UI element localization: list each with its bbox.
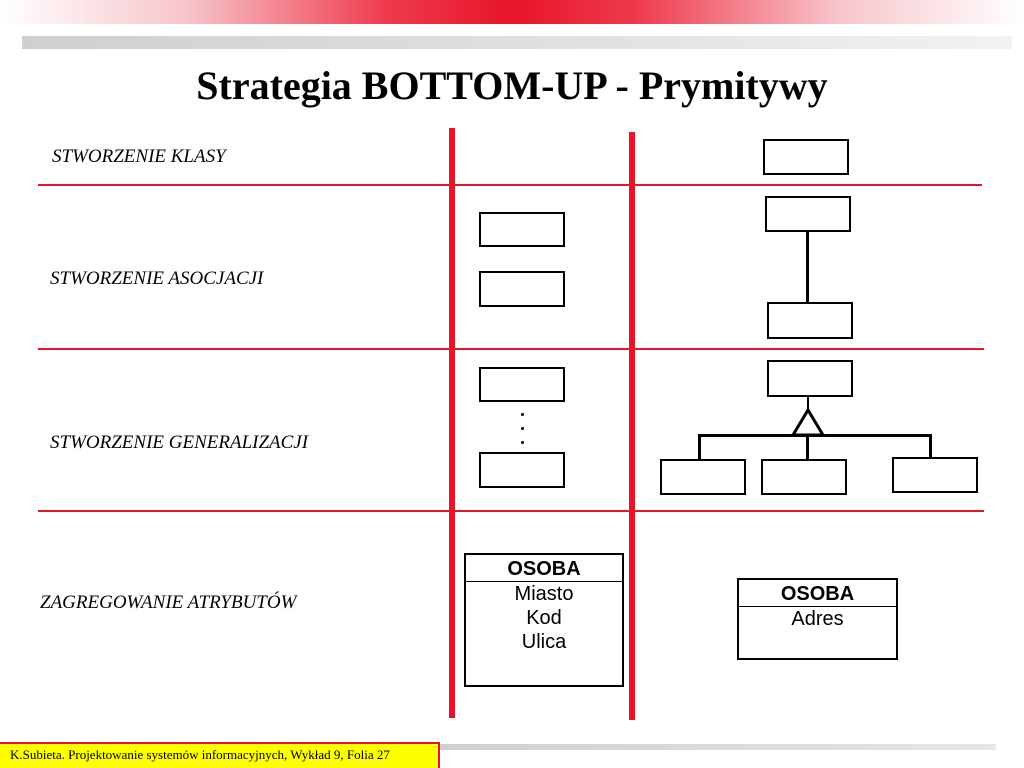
footer-caption: K.Subieta. Projektowanie systemów inform… bbox=[0, 742, 440, 768]
row-separator-3 bbox=[38, 510, 984, 512]
class-compartment-divider bbox=[466, 581, 622, 582]
class-box-last bbox=[479, 452, 565, 488]
attribute-kod: Kod bbox=[526, 607, 562, 629]
class-box-osoba-before: OSOBA Miasto Kod Ulica bbox=[464, 553, 624, 687]
class-name: OSOBA bbox=[780, 583, 855, 605]
column-separator-left bbox=[449, 128, 455, 718]
class-box-first bbox=[479, 367, 565, 402]
row-label-create-generalization: STWORZENIE GENERALIZACJI bbox=[50, 432, 309, 453]
generalization-branch-line bbox=[698, 434, 701, 459]
row-label-aggregate-attributes: ZAGREGOWANIE ATRYBUTÓW bbox=[40, 592, 297, 613]
row-label-create-association: STWORZENIE ASOCJACJI bbox=[50, 268, 264, 289]
row-separator-2 bbox=[38, 348, 984, 350]
class-name: OSOBA bbox=[507, 558, 581, 580]
association-line bbox=[806, 232, 809, 302]
superclass-box bbox=[767, 360, 853, 397]
column-separator-right bbox=[629, 132, 635, 720]
ellipsis-dot bbox=[521, 441, 524, 444]
class-box-osoba-after: OSOBA Adres bbox=[737, 578, 898, 660]
row-separator-1 bbox=[38, 184, 982, 186]
top-grey-bar bbox=[22, 36, 1012, 49]
class-box-a bbox=[479, 212, 565, 247]
associated-class-box-b bbox=[767, 302, 853, 339]
class-compartment-divider bbox=[739, 606, 896, 607]
class-box-b bbox=[479, 271, 565, 307]
generalization-branch-line bbox=[806, 434, 809, 459]
footer-grey-bar bbox=[440, 744, 996, 750]
subclass-box-3 bbox=[892, 457, 978, 493]
ellipsis-dot bbox=[521, 427, 524, 430]
ellipsis-dot bbox=[521, 413, 524, 416]
subclass-box-2 bbox=[761, 459, 847, 495]
row-label-create-class: STWORZENIE KLASY bbox=[52, 146, 226, 167]
subclass-box-1 bbox=[660, 459, 746, 495]
generalization-bus-line bbox=[698, 434, 932, 437]
generalization-line-up bbox=[807, 397, 809, 409]
top-gradient-bar bbox=[0, 0, 1024, 24]
attribute-ulica: Ulica bbox=[521, 631, 567, 653]
generalization-branch-line bbox=[929, 434, 932, 458]
associated-class-box-a bbox=[765, 196, 851, 232]
new-class-box bbox=[763, 139, 849, 175]
slide-title: Strategia BOTTOM-UP - Prymitywy bbox=[196, 63, 828, 108]
attribute-miasto: Miasto bbox=[514, 583, 574, 605]
attribute-adres: Adres bbox=[791, 608, 844, 630]
